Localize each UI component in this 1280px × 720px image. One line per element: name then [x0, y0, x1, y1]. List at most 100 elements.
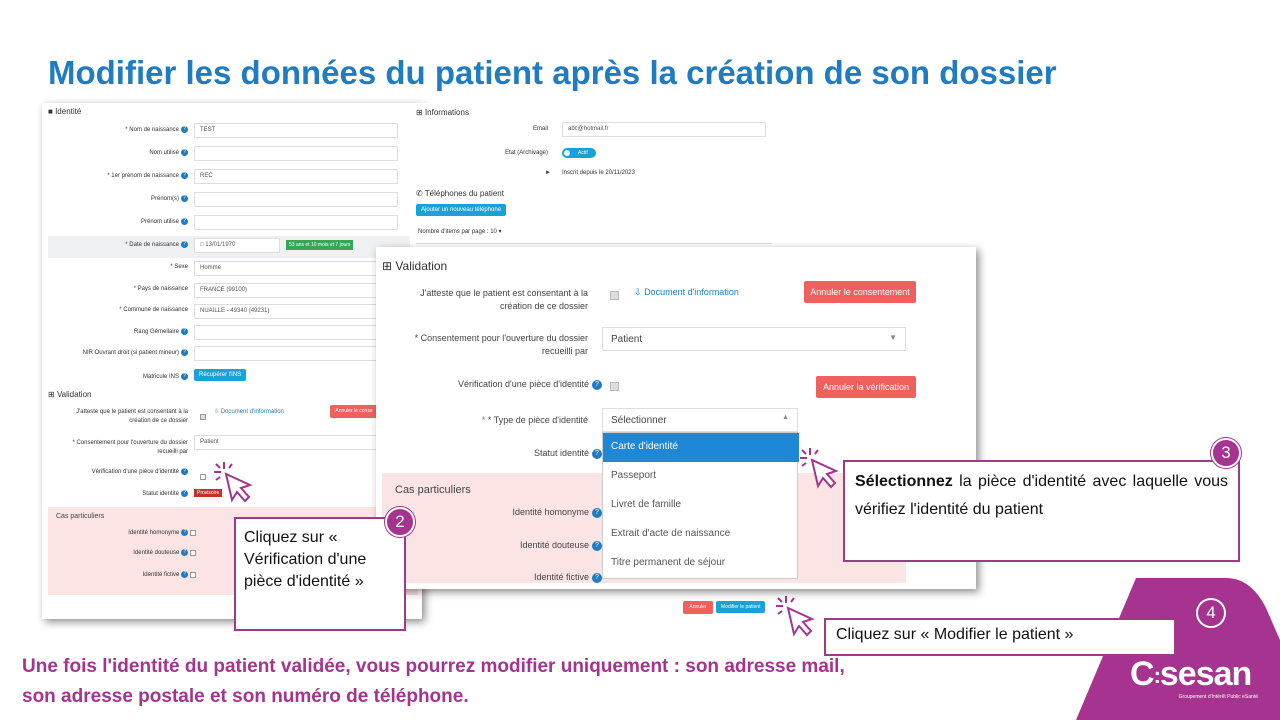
field-label: * 1er prénom de naissance?	[62, 172, 188, 179]
user-icon: ■	[48, 107, 53, 116]
grid-icon: ⊞	[382, 259, 393, 273]
cas-item: Identité fictive?	[410, 571, 602, 584]
etat-label: Etat (Archivage)	[504, 150, 548, 156]
etat-toggle[interactable]: Actif	[562, 148, 596, 158]
atteste-label-big: J'atteste que le patient est consentant …	[420, 288, 588, 311]
field-label: * Nom de naissance?	[62, 126, 188, 133]
birthdate-input[interactable]: □ 13/01/1970	[194, 238, 280, 253]
nom-naissance-input[interactable]: TEST	[194, 123, 398, 138]
field-label: Matricule INS?	[62, 373, 188, 380]
chevron-down-icon: ▾	[498, 229, 502, 235]
prenoms-input[interactable]	[194, 192, 398, 207]
nir-input[interactable]	[194, 346, 398, 361]
verif-checkbox[interactable]	[200, 468, 206, 486]
items-per-page[interactable]: Nombre d'items par page : 10 ▾	[418, 229, 502, 235]
slide-title: Modifier les données du patient après la…	[48, 54, 1057, 91]
annuler-consentement-button-big[interactable]: Annuler le consentement	[804, 281, 916, 303]
help-icon: ?	[181, 490, 188, 497]
sesan-logo: C:sesan Groupement d'Intérêt Public eSan…	[1130, 656, 1270, 700]
help-icon: ?	[181, 529, 189, 536]
callout-bold: Sélectionnez	[855, 473, 953, 490]
field-label: Prénom utilisé?	[62, 218, 188, 225]
verif-label-big: Vérification d'une pièce d'identité?	[410, 378, 602, 391]
age-badge: 53 ans et 10 mois et 7 jours	[286, 240, 354, 250]
consent-select-big[interactable]: Patient▼	[602, 327, 906, 351]
download-icon: ⇩	[634, 287, 642, 297]
callout-step-3: Sélectionnez la pièce d'identité avec la…	[843, 460, 1240, 562]
atteste-label: J'atteste que le patient est consentant …	[76, 409, 188, 424]
cas-item: Identité douteuse?	[62, 549, 196, 556]
help-icon: ?	[181, 328, 188, 335]
consent-label-big: * Consentement pour l'ouverture du dossi…	[414, 333, 588, 356]
type-piece-select[interactable]: Sélectionner▲	[602, 408, 798, 432]
pays-select[interactable]: FRANCE (99100)	[194, 283, 398, 298]
cursor-click-icon	[800, 448, 839, 489]
type-piece-dropdown: Carte d'identité Passeport Livret de fam…	[602, 432, 799, 579]
atteste-checkbox[interactable]	[200, 408, 206, 426]
prenom-utilise-input[interactable]	[194, 215, 398, 230]
field-label: * Pays de naissance	[133, 286, 188, 292]
add-phone-button[interactable]: Ajouter un nouveau téléphone	[416, 204, 507, 216]
step-badge-2: 2	[385, 507, 415, 537]
speaker-icon: ►	[545, 170, 551, 176]
dropdown-option-passeport[interactable]: Passeport	[611, 470, 657, 481]
dropdown-option-titre[interactable]: Titre permanent de séjour	[611, 557, 726, 568]
help-icon: ?	[592, 379, 602, 390]
identite-header: ■ Identité	[48, 107, 82, 116]
chevron-down-icon: ▼	[889, 333, 897, 342]
callout-text: la pièce d'identité avec laquelle vous v…	[855, 473, 1228, 518]
help-icon: ?	[592, 540, 602, 551]
cas-item: Identité douteuse?	[410, 539, 602, 552]
recuperer-ins-button[interactable]: Récupérer l'INS	[194, 369, 247, 381]
help-icon: ?	[181, 195, 188, 202]
help-icon: ?	[181, 468, 188, 475]
field-label: Prénom(s)?	[62, 195, 188, 202]
verif-checkbox-big[interactable]	[610, 378, 619, 396]
validation-header-big: ⊞ Validation	[382, 259, 448, 273]
field-label: NIR Ouvrant droit (si patient mineur)?	[48, 349, 188, 356]
callout-step-4: Cliquez sur « Modifier le patient »	[824, 618, 1176, 656]
grid-icon: ⊞	[48, 390, 55, 399]
sexe-select[interactable]: Homme	[194, 261, 398, 276]
help-icon: ?	[181, 571, 189, 578]
prenom-naissance-input[interactable]: REC	[194, 169, 398, 184]
dropdown-option-extrait[interactable]: Extrait d'acte de naissance	[611, 528, 731, 539]
atteste-checkbox-big[interactable]	[610, 287, 619, 305]
type-piece-label: * * Type de pièce d'identité	[481, 415, 588, 425]
field-label: Rang Gémellaire?	[62, 328, 188, 335]
step-badge-4: 4	[1196, 598, 1226, 628]
logo-text: C:sesan	[1130, 655, 1252, 693]
email-input[interactable]: abc@hotmail.fr	[562, 122, 766, 137]
calendar-icon: □	[200, 242, 204, 248]
footer-line-1: Une fois l'identité du patient validée, …	[22, 656, 845, 677]
consent-select[interactable]: Patient	[194, 435, 398, 450]
help-icon: ?	[181, 373, 188, 380]
divider	[416, 243, 772, 244]
nom-utilise-input[interactable]	[194, 146, 398, 161]
rang-input[interactable]	[194, 325, 398, 340]
help-icon: ?	[181, 218, 188, 225]
annuler-verification-button[interactable]: Annuler la vérification	[816, 376, 916, 398]
modifier-patient-button[interactable]: Modifier le patient	[716, 601, 766, 613]
statut-badge: Provisoire	[194, 489, 223, 497]
telephones-header: ✆ Téléphones du patient	[416, 189, 504, 198]
doc-info-link[interactable]: ⇩ Document d'information	[214, 409, 284, 415]
help-icon: ?	[181, 241, 188, 248]
help-icon: ?	[592, 448, 602, 459]
footer-line-2: son adresse postale et son numéro de tél…	[22, 686, 469, 707]
help-icon: ?	[181, 126, 188, 133]
commune-select[interactable]: NUAILLE - 49340 (49231)	[194, 304, 398, 319]
annuler-button[interactable]: Annuler	[683, 601, 713, 614]
decorative-shape	[1076, 578, 1280, 720]
dropdown-option-carte[interactable]: Carte d'identité	[603, 433, 799, 462]
callout-step-2: Cliquez sur « Vérification d'une pièce d…	[234, 517, 406, 631]
annuler-consentement-button[interactable]: Annuler le conse	[330, 405, 378, 418]
field-label: Nom utilisé?	[62, 149, 188, 156]
cas-header-big: Cas particuliers	[395, 484, 471, 496]
help-icon: ?	[592, 507, 602, 518]
dropdown-option-livret[interactable]: Livret de famille	[611, 499, 682, 510]
field-label: * Commune de naissance	[119, 307, 188, 313]
field-label: * Date de naissance?	[62, 241, 188, 248]
doc-info-link-big[interactable]: ⇩ Document d'information	[634, 287, 739, 297]
statut-label: Statut identité?	[62, 490, 188, 497]
